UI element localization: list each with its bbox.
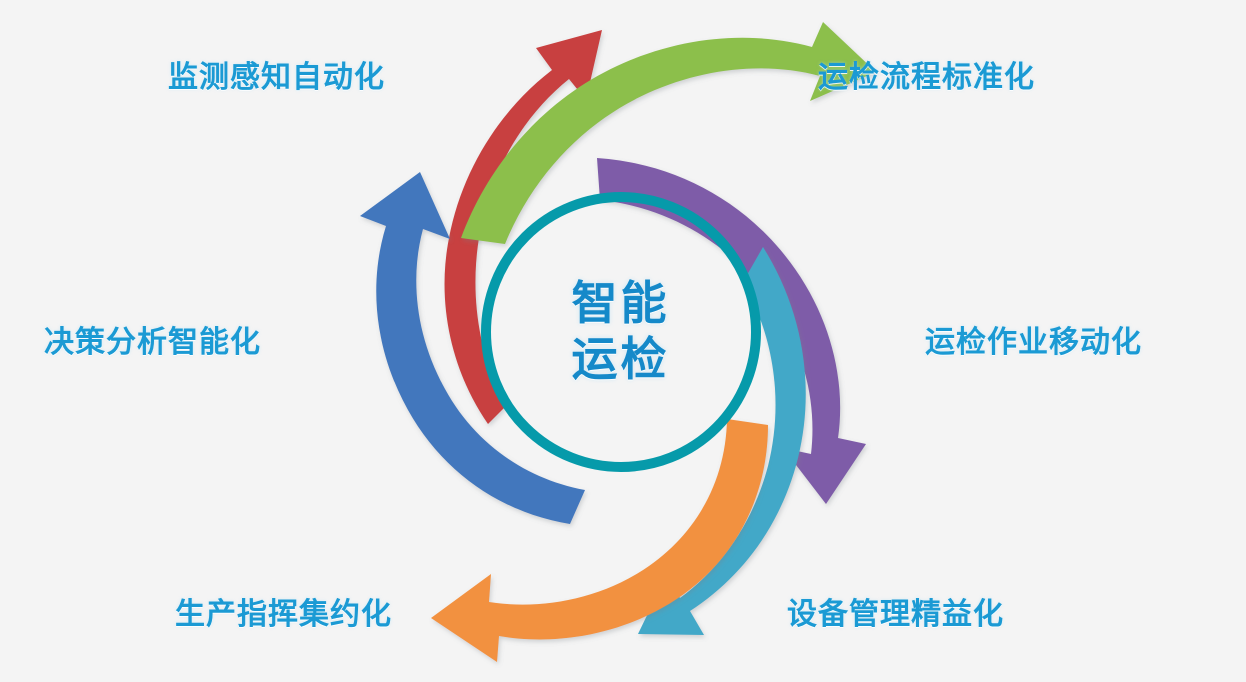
center-title-line2: 运检 bbox=[571, 333, 670, 386]
spoke-label-monitoring-automation[interactable]: 监测感知自动化 bbox=[168, 61, 385, 94]
arrow-process-standardization[interactable] bbox=[461, 22, 876, 244]
arrow-green-body bbox=[461, 22, 876, 244]
spoke-label-production-command-intensive[interactable]: 生产指挥集约化 bbox=[175, 598, 392, 631]
spoke-label-decision-analysis-intelligent[interactable]: 决策分析智能化 bbox=[44, 326, 261, 359]
arrow-decision-analysis-intelligent[interactable] bbox=[360, 172, 585, 524]
center-title: 智能 运检 bbox=[498, 275, 743, 387]
center-title-line1: 智能 bbox=[571, 277, 670, 329]
arrow-production-command-intensive[interactable] bbox=[431, 419, 768, 662]
arrow-orange-body bbox=[431, 419, 768, 662]
arrow-darkblue-body bbox=[360, 172, 585, 524]
spoke-label-equipment-lean-management[interactable]: 设备管理精益化 bbox=[787, 598, 1004, 631]
spoke-label-process-standardization[interactable]: 运检流程标准化 bbox=[818, 61, 1035, 94]
center-ring bbox=[481, 192, 761, 472]
spoke-label-mobile-operations[interactable]: 运检作业移动化 bbox=[925, 326, 1142, 359]
